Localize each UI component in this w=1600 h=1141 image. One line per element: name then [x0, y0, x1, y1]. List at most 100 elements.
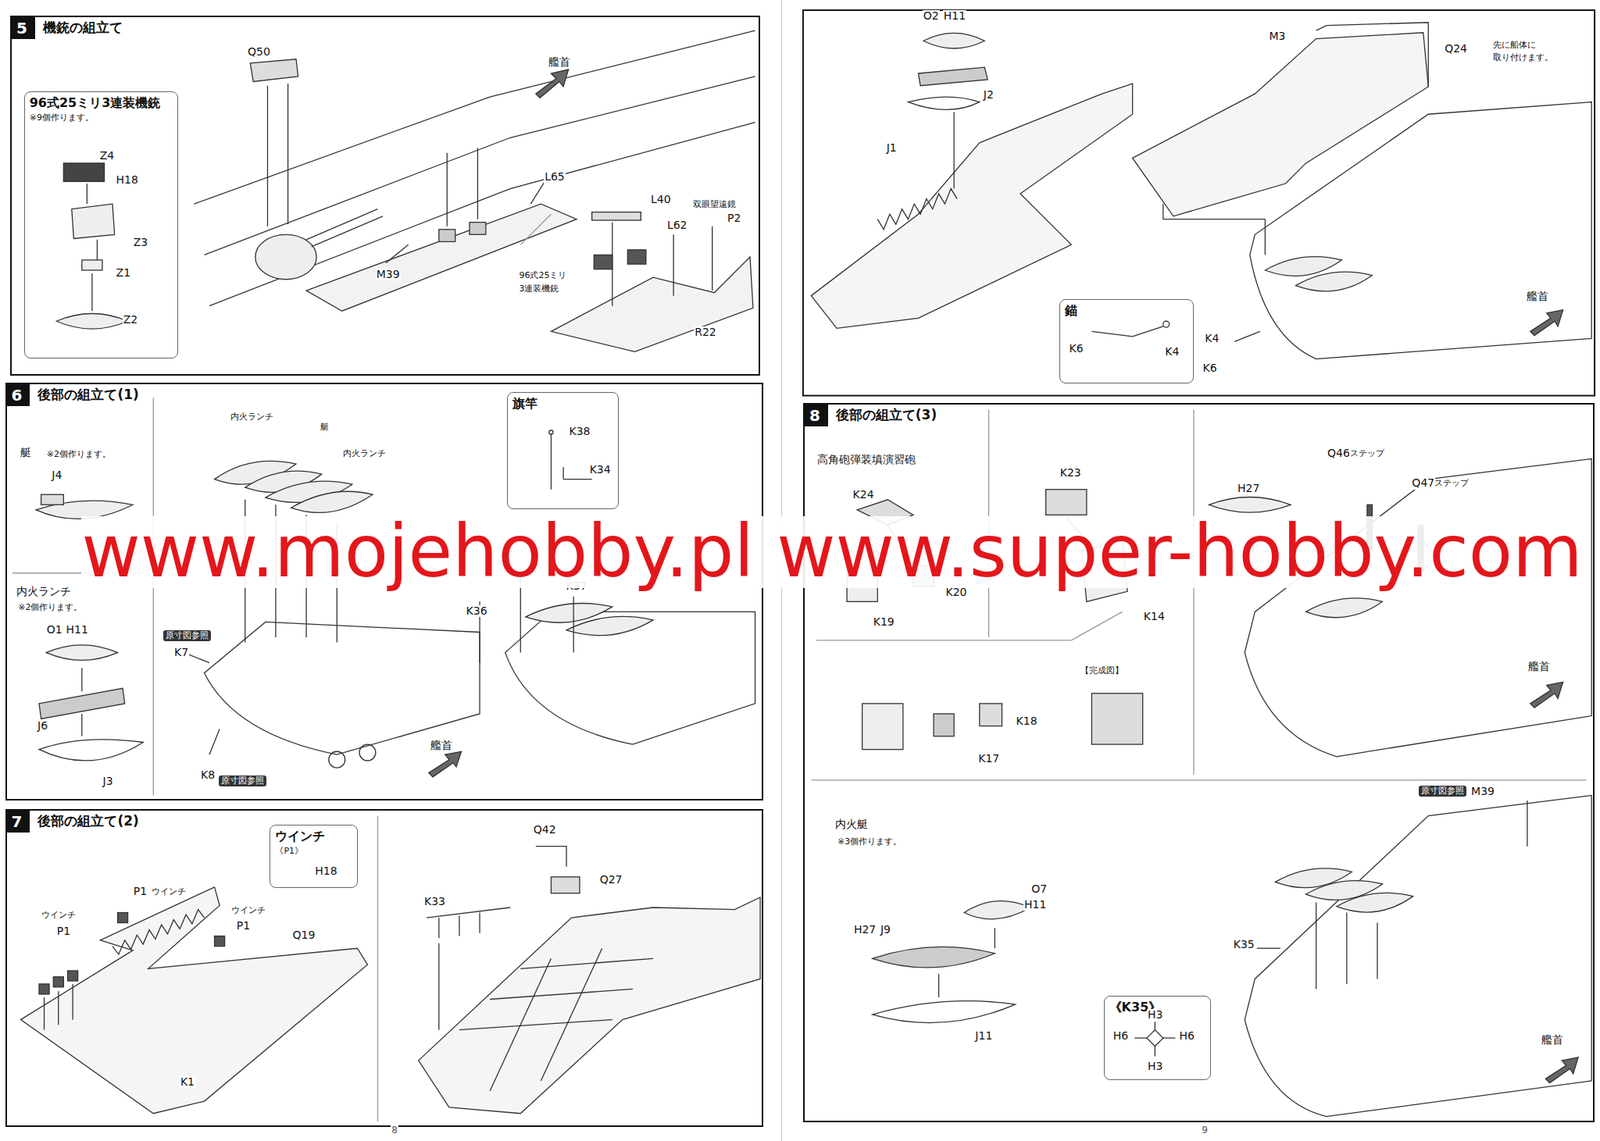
callout-number: J4 [50, 469, 63, 482]
step-panel: 7後部の組立て(2) ウインチ《P1》 [5, 809, 764, 1129]
callout-number: L65 [543, 171, 566, 183]
callout-number: P1 [235, 920, 251, 933]
callout-number: K20 [944, 586, 968, 599]
reference-badge: 原寸図参照 [163, 630, 211, 642]
callout-number: R22 [693, 326, 718, 339]
callout-number: K6 [1202, 362, 1218, 375]
inset-box: 旗竿 [507, 392, 620, 510]
callout-number: K6 [1068, 342, 1085, 355]
callout-number: O7 [1030, 883, 1048, 896]
callout-number: K33 [423, 896, 447, 908]
page-number: 8 [390, 1125, 399, 1136]
callout-number: Z1 [115, 267, 133, 279]
callout-number: K4 [1164, 346, 1180, 358]
callout-number: K1 [179, 1076, 196, 1089]
note-text: ウインチ [230, 906, 267, 916]
inset-box: 錨 [1059, 299, 1194, 384]
callout-number: J2 [982, 89, 995, 101]
callout-number: 艇 [19, 446, 33, 459]
inset-note: ※9個作ります。 [29, 111, 173, 124]
callout-number: K17 [977, 753, 1000, 765]
reference-badge: 原寸図参照 [1418, 785, 1467, 797]
callout-number: Q47 [1410, 477, 1436, 490]
callout-number: J6 [36, 720, 49, 733]
callout-number: Z3 [132, 236, 150, 249]
callout-number: 内火艇 [834, 818, 869, 831]
note-text: ※2個作ります。 [46, 450, 112, 460]
callout-number: 艦首 [1525, 290, 1550, 303]
callout-number: Q50 [246, 46, 272, 58]
inset-box: 96式25ミリ3連装機銃※9個作ります。 [24, 91, 179, 359]
inset-title: 旗竿 [512, 396, 538, 413]
callout-number: H18 [115, 174, 140, 186]
step-number: 6 [7, 384, 31, 407]
callout-number: H18 [314, 865, 338, 878]
step-panel: 6後部の組立て(1)旗竿 [5, 382, 764, 802]
callout-number: Q24 [1443, 42, 1468, 55]
callout-number: L40 [650, 193, 672, 206]
callout-number: 高角砲弾装填演習砲 [816, 453, 917, 466]
inset-title: ウインチ [275, 828, 325, 846]
callout-number: P2 [726, 212, 742, 225]
note-text: 双眼望遠鏡 [692, 200, 737, 210]
callout-number: H6 [1112, 1030, 1129, 1043]
note-text: 3連装機銃 [518, 284, 561, 294]
note-text: 取り付けます。 [1492, 53, 1554, 63]
callout-number: Z4 [99, 150, 116, 162]
callout-number: 艦首 [547, 56, 572, 68]
callout-number: M39 [375, 268, 401, 281]
note-text: ウインチ [150, 887, 187, 897]
note-text: ウインチ [40, 910, 77, 921]
callout-number: K19 [872, 616, 896, 629]
note-text: 96式25ミリ [518, 271, 568, 281]
inset-box: ウインチ《P1》 [269, 825, 358, 889]
note-text: 先に船体に [1492, 40, 1537, 50]
callout-number: M3 [1268, 30, 1287, 43]
callout-number: 艦首 [1540, 1034, 1565, 1047]
step-panel: 8後部の組立て(3)《K35》 [803, 403, 1596, 1123]
callout-number: J3 [102, 775, 115, 788]
callout-number: Q46 [1326, 447, 1351, 460]
callout-number: H27 [1236, 482, 1261, 495]
step-title: 後部の組立て(3) [834, 406, 939, 425]
callout-number: H27 [853, 924, 877, 936]
inset-title: 96式25ミリ3連装機銃 [29, 95, 161, 112]
callout-number: K36 [465, 605, 489, 618]
note-text: 内火ランチ [229, 412, 275, 422]
note-text: ステップ [1349, 449, 1386, 459]
reference-badge: 原寸図参照 [218, 775, 267, 787]
callout-number: L62 [666, 219, 689, 232]
callout-number: H3 [1146, 1009, 1164, 1022]
callout-number: H11 [1023, 899, 1047, 911]
step-title: 後部の組立て(2) [35, 812, 140, 831]
callout-number: K14 [1142, 610, 1166, 623]
callout-number: Q27 [599, 874, 624, 886]
callout-number: 内火ランチ [15, 585, 72, 598]
step-title: 機銃の組立て [41, 18, 125, 37]
callout-number: K38 [568, 425, 592, 438]
callout-number: P1 [56, 925, 72, 938]
step-number: 7 [7, 810, 31, 833]
callout-number: Z2 [122, 314, 140, 326]
callout-number: H6 [1178, 1030, 1196, 1043]
callout-number: K34 [589, 464, 612, 476]
callout-number: P1 [132, 885, 148, 898]
callout-number: 艦首 [1527, 660, 1551, 673]
callout-number: J11 [974, 1030, 993, 1043]
callout-number: K35 [1232, 939, 1256, 951]
callout-number: K8 [200, 769, 216, 782]
callout-number: K24 [852, 489, 875, 501]
note-text: ステップ [1433, 478, 1470, 489]
callout-number: Q42 [532, 824, 558, 836]
callout-number: K23 [1059, 467, 1083, 479]
watermark: www.mojehobby.pl www.super-hobby.com [81, 516, 1583, 589]
callout-number: K18 [1015, 715, 1039, 728]
panel-header: 6後部の組立て(1) [7, 384, 762, 407]
callout-number: H3 [1146, 1060, 1164, 1073]
callout-number: H11 [65, 624, 90, 636]
callout-number: O1 [46, 624, 64, 636]
note-text: 【完成図】 [1079, 666, 1125, 676]
callout-number: H11 [942, 10, 967, 22]
callout-number: K7 [173, 646, 190, 659]
